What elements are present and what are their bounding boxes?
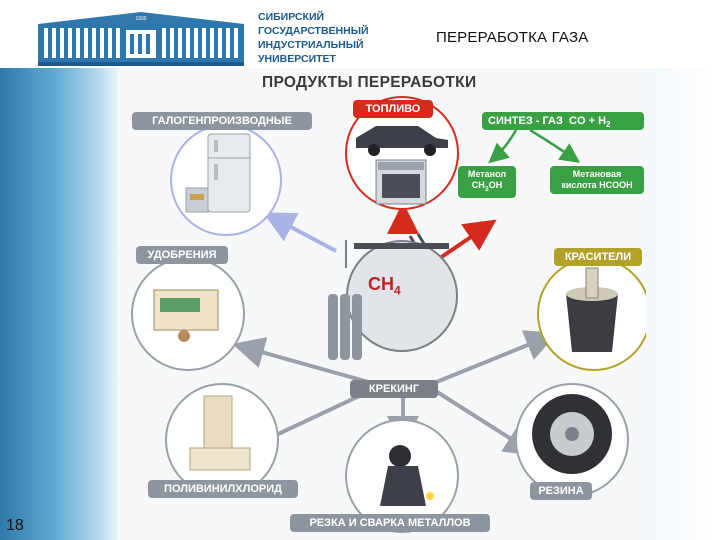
- car-and-stove-icon: [356, 126, 448, 205]
- label-cutting: РЕЗКА И СВАРКА МЕТАЛЛОВ: [290, 514, 490, 532]
- methanol-name: Метанол: [467, 169, 507, 179]
- university-logo: 1930: [34, 6, 248, 68]
- syngas-formula-sub: 2: [606, 120, 611, 130]
- label-fertilizer: УДОБРЕНИЯ: [136, 246, 228, 264]
- gas-sphere-icon: [328, 233, 458, 360]
- right-decor-band: [646, 68, 720, 540]
- university-name-line: ИНДУСТРИАЛЬНЫЙ: [258, 39, 364, 51]
- methane-formula: CH4: [368, 274, 401, 298]
- arrow-to-fertilizer: [232, 337, 373, 385]
- label-rubber: РЕЗИНА: [530, 482, 592, 500]
- diagram-title: ПРОДУКТЫ ПЕРЕРАБОТКИ: [262, 74, 477, 91]
- logo-caption: 1930: [135, 16, 146, 22]
- methanol-formula-main: CH: [471, 180, 485, 190]
- label-syngas: СИНТЕЗ - ГАЗ CO + H2: [482, 112, 644, 130]
- methane-formula-main: CH: [368, 274, 394, 294]
- formic-name: Метановая: [572, 169, 622, 179]
- arrow-to-halogen: [262, 212, 337, 253]
- arrow-to-syngas: [438, 219, 497, 260]
- arrow-to-formic-acid: [529, 128, 581, 163]
- university-name-line: ГОСУДАРСТВЕННЫЙ: [258, 25, 369, 37]
- pvc-rolls-icon: [189, 395, 251, 471]
- paint-bucket-icon: [566, 267, 618, 352]
- methane-formula-sub: 4: [394, 283, 401, 298]
- methanol-formula-tail: OH: [488, 180, 503, 190]
- university-name-line: УНИВЕРСИТЕТ: [258, 53, 336, 65]
- arrow-to-rubber: [432, 388, 537, 456]
- label-halogen: ГАЛОГЕНПРОИЗВОДНЫЕ: [132, 112, 312, 130]
- arrow-to-methanol: [488, 129, 518, 164]
- refrigerator-icon: [185, 133, 251, 213]
- label-formic-acid: Метановая кислота HCOOH: [550, 166, 644, 194]
- arrow-to-dyes: [433, 330, 558, 385]
- label-pvc: ПОЛИВИНИЛХЛОРИД: [148, 480, 298, 498]
- page-number: 18: [6, 517, 24, 534]
- diagram-graphics: [131, 96, 646, 533]
- syngas-formula: CO + H: [569, 115, 607, 127]
- university-name: СИБИРСКИЙ ГОСУДАРСТВЕННЫЙ ИНДУСТРИАЛЬНЫЙ…: [258, 10, 408, 66]
- fuel-circle: [345, 96, 459, 210]
- label-fuel: ТОПЛИВО: [353, 100, 433, 118]
- tire-icon: [532, 394, 612, 474]
- syngas-name: СИНТЕЗ - ГАЗ: [488, 115, 563, 127]
- left-decor-band: [0, 68, 118, 540]
- formic-formula: кислота HCOOH: [561, 180, 633, 190]
- slide-title: ПЕРЕРАБОТКА ГАЗА: [436, 29, 589, 46]
- welder-icon: [380, 445, 434, 506]
- label-dyes: КРАСИТЕЛИ: [554, 248, 642, 266]
- university-name-line: СИБИРСКИЙ: [258, 11, 325, 23]
- fertilizer-box-icon: [153, 289, 219, 342]
- processing-products-diagram: ПРОДУКТЫ ПЕРЕРАБОТКИ ГАЛОГЕНПРОИЗВОДНЫЕ …: [118, 68, 646, 540]
- label-methanol: Метанол CH3OH: [458, 166, 516, 198]
- methanol-formula: CH3OH: [460, 180, 514, 195]
- methanol-formula-sub: 3: [484, 185, 489, 193]
- label-cracking: КРЕКИНГ: [350, 380, 438, 398]
